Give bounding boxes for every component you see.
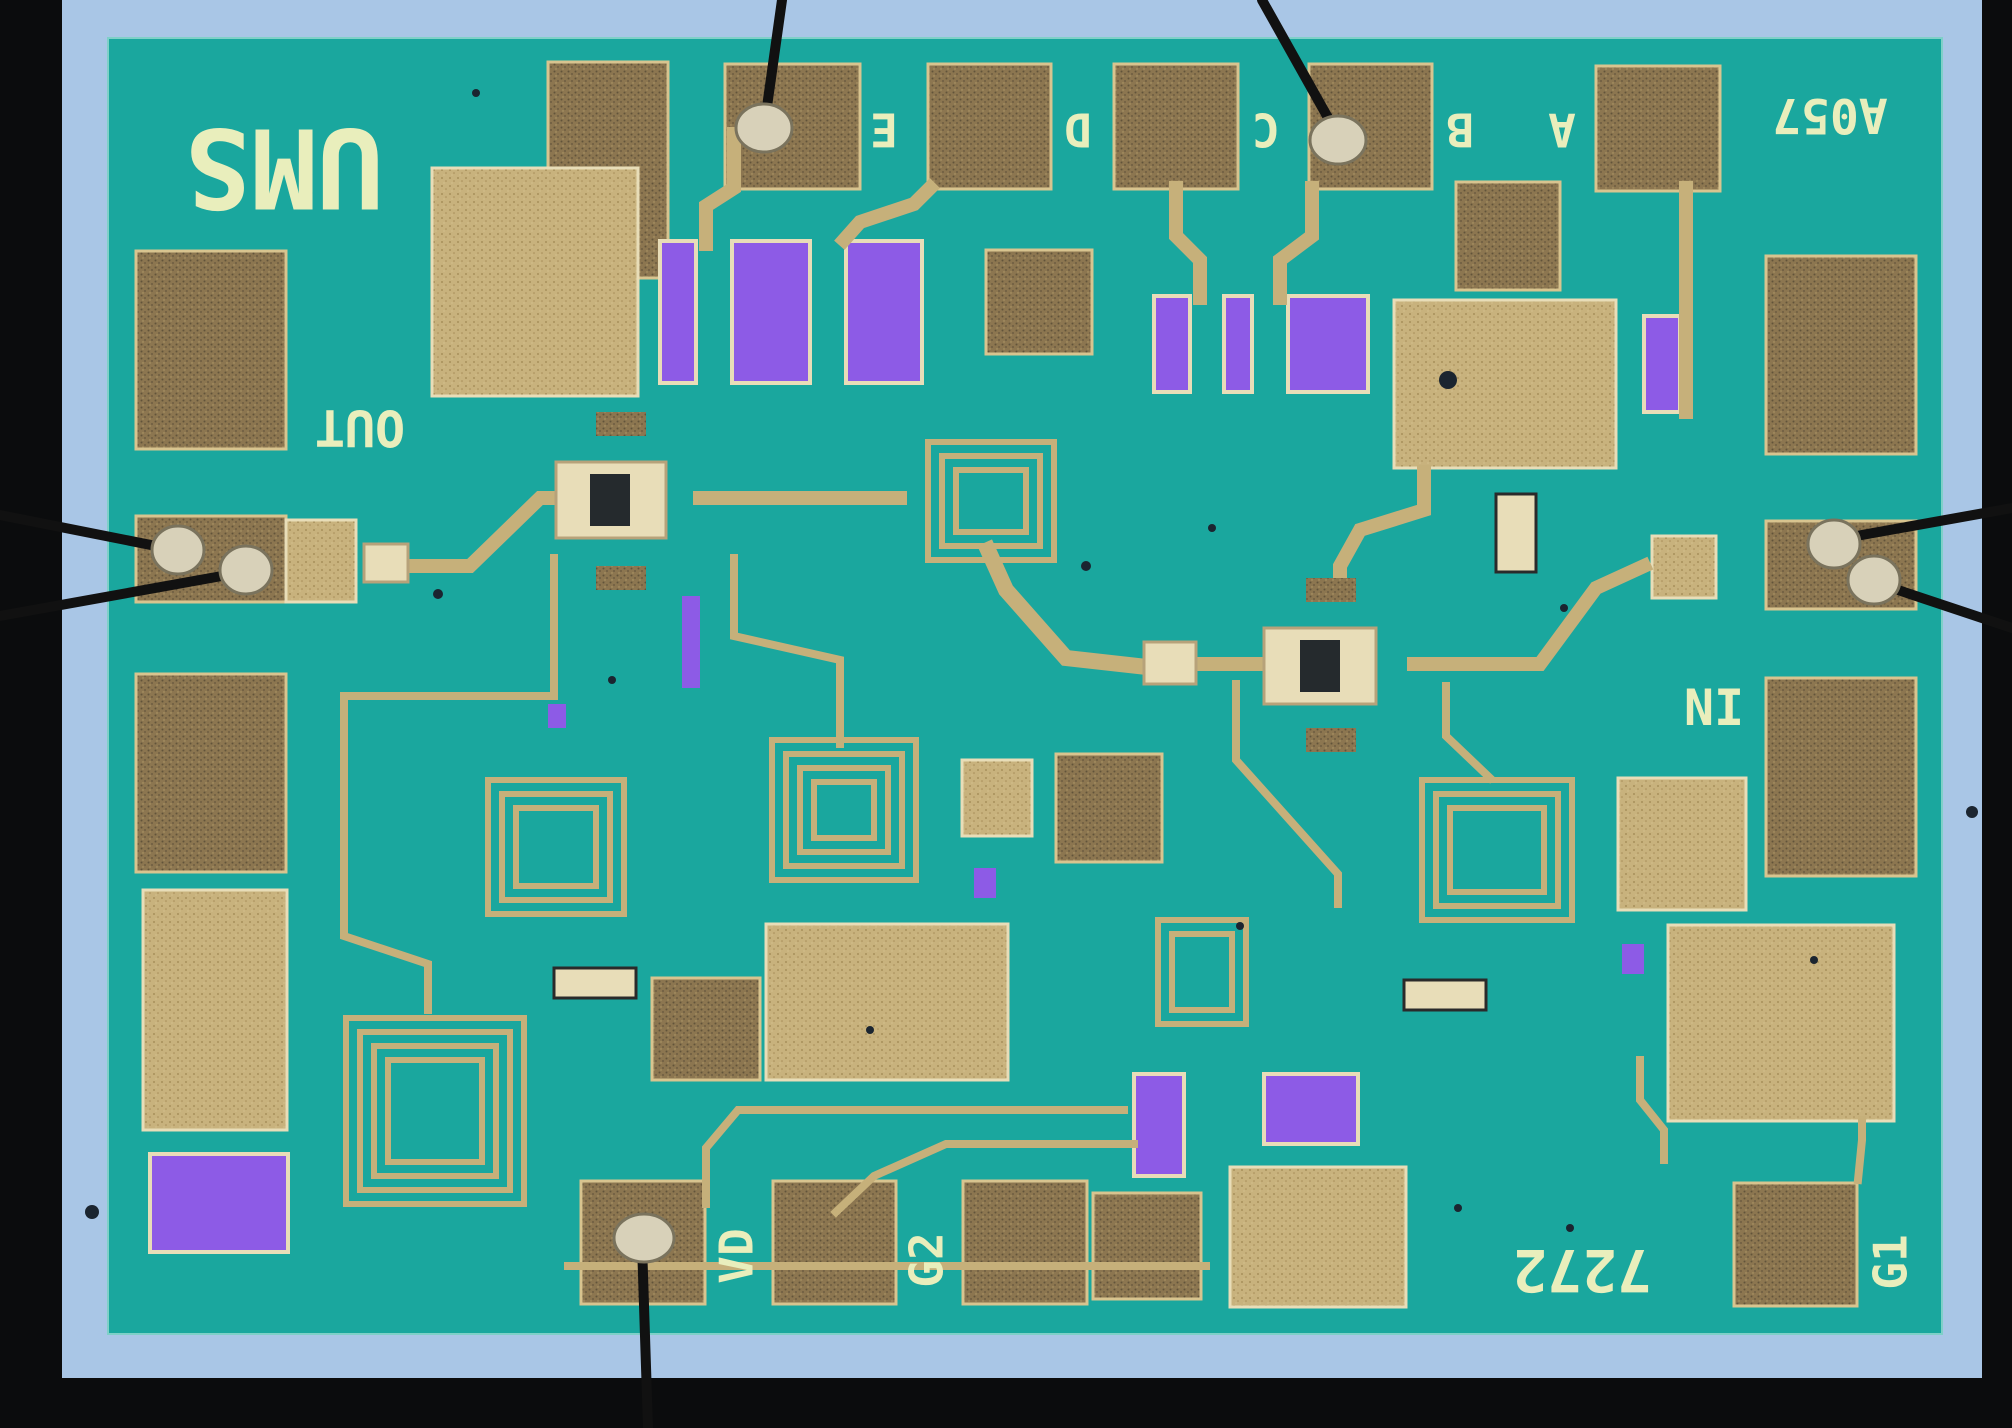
metal-blocks (141, 166, 1896, 1309)
bond-balls (150, 102, 1902, 1264)
surface-specks (85, 89, 1978, 1232)
g1-label: G1 (1864, 1234, 1918, 1289)
die-labels: UMS A057 A B C D E OUT IN VD G1 G2 7272 (185, 87, 1918, 1304)
out-label: OUT (315, 399, 405, 457)
microstrip-lines (340, 127, 1866, 1270)
in-label: IN (1684, 677, 1744, 735)
part-label: 7272 (1512, 1236, 1652, 1304)
logo-label: UMS (185, 104, 384, 232)
side-bond-pads (134, 249, 1918, 878)
pad-c-label: C (1252, 103, 1280, 157)
g2-label: G2 (900, 1232, 954, 1287)
transistor-cells (362, 412, 1538, 1012)
vd-label: VD (710, 1228, 764, 1283)
pad-a-label: A (1548, 103, 1576, 157)
pad-d-label: D (1064, 103, 1092, 157)
pad-e-label: E (870, 103, 898, 157)
pad-b-label: B (1446, 103, 1474, 157)
spiral-inductors (343, 439, 1575, 1207)
code-label: A057 (1772, 87, 1888, 143)
capacitors (148, 239, 1682, 1254)
